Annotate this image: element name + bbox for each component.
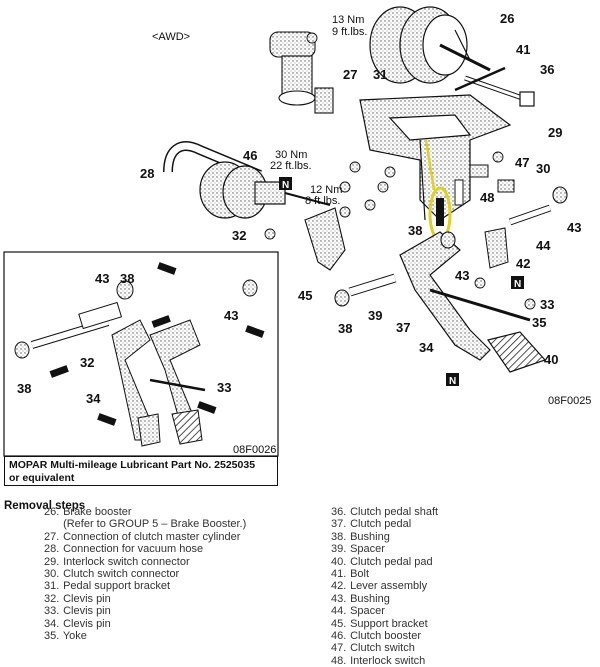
- step-item: 45. Support bracket: [331, 617, 428, 630]
- callout-33: 33: [540, 297, 554, 312]
- step-item: 29. Interlock switch connector: [44, 555, 190, 568]
- callout-29: 29: [548, 125, 562, 140]
- pedal-support-bracket: [359, 94, 512, 221]
- torque-30-nm: 30 Nm: [275, 149, 307, 161]
- step-item: 27. Connection of clutch master cylinder: [44, 530, 241, 543]
- lever-assembly: [484, 227, 509, 269]
- inset-callout-32: 32: [80, 355, 94, 370]
- clutch-pedal-diagram: <AWD>: [3, 6, 591, 457]
- svg-text:N: N: [282, 180, 289, 191]
- callout-43-mid: 43: [455, 268, 469, 283]
- callout-47: 47: [515, 155, 529, 170]
- svg-text:N: N: [449, 376, 456, 387]
- clutch-booster: [199, 161, 331, 219]
- callout-28: 28: [140, 166, 154, 181]
- callout-38-top: 38: [408, 223, 422, 238]
- lubricant-note-line2: or equivalent: [9, 472, 75, 484]
- lubricant-note: MOPAR Multi-mileage Lubricant Part No. 2…: [4, 456, 278, 486]
- callout-41: 41: [516, 42, 530, 57]
- clutch-pedal: [399, 231, 547, 373]
- torque-12-nm: 12 Nm: [310, 184, 342, 196]
- callout-34: 34: [419, 340, 434, 355]
- step-item: 30. Clutch switch connector: [44, 568, 180, 581]
- figure-code-inset: 08F0026: [233, 444, 276, 456]
- step-item: 37. Clutch pedal: [331, 518, 412, 531]
- step-item: 41. Bolt: [331, 568, 370, 581]
- callout-37: 37: [396, 320, 410, 335]
- callout-39: 39: [368, 308, 382, 323]
- step-item: 47. Clutch switch: [331, 642, 415, 655]
- n-mark: N N N: [279, 177, 524, 387]
- step-item: 48. Interlock switch: [331, 654, 426, 667]
- spacer-39: [334, 231, 456, 307]
- torque-9-ftlbs: 9 ft.lbs.: [332, 26, 367, 38]
- svg-text:N: N: [514, 279, 521, 290]
- inset-callout-34: 34: [86, 391, 101, 406]
- removal-steps: Removal steps 26. Brake booster (Refer t…: [0, 500, 600, 667]
- step-item: 44. Spacer: [331, 605, 385, 618]
- callout-40: 40: [544, 352, 558, 367]
- step-item: 32. Clevis pin: [44, 592, 111, 605]
- torque-13-nm: 13 Nm: [332, 14, 364, 26]
- callout-44: 44: [536, 238, 551, 253]
- step-item: 43. Bushing: [331, 592, 390, 605]
- step-item: 38. Bushing: [331, 530, 390, 543]
- bolt: [454, 66, 506, 92]
- callout-26: 26: [500, 11, 514, 26]
- callout-32: 32: [232, 228, 246, 243]
- step-item: 40. Clutch pedal pad: [331, 555, 433, 568]
- variant-label: <AWD>: [152, 31, 190, 43]
- callout-36: 36: [540, 62, 554, 77]
- callout-27: 27: [343, 67, 357, 82]
- callout-31: 31: [373, 67, 387, 82]
- spacer-44: [508, 186, 568, 226]
- callout-48: 48: [480, 190, 494, 205]
- step-item: 33. Clevis pin: [44, 605, 111, 618]
- step-item: (Refer to GROUP 5 – Brake Booster.): [63, 518, 247, 531]
- step-item: 35. Yoke: [44, 630, 87, 643]
- lubrication-inset: 43 38 43 32 34 38 33 08F0026: [3, 251, 279, 457]
- clutch-switch: [454, 164, 515, 206]
- steps-left-column: 26. Brake booster (Refer to GROUP 5 – Br…: [44, 506, 246, 642]
- callout-46: 46: [243, 148, 257, 163]
- brake-booster: [369, 6, 491, 84]
- clutch-master-cylinder: [269, 31, 334, 114]
- step-item: 28. Connection for vacuum hose: [44, 543, 204, 556]
- callout-45: 45: [298, 288, 312, 303]
- callout-42: 42: [516, 256, 530, 271]
- step-item: 36. Clutch pedal shaft: [331, 506, 439, 518]
- callout-35: 35: [532, 315, 546, 330]
- inset-callout-33: 33: [217, 380, 231, 395]
- torque-8-ftlbs: 8 ft.lbs.: [305, 195, 340, 207]
- torque-22-ftlbs: 22 ft.lbs.: [270, 160, 312, 172]
- support-bracket: [304, 207, 346, 271]
- inset-callout-43-top: 43: [95, 271, 109, 286]
- step-item: 46. Clutch booster: [331, 630, 421, 643]
- step-item: 39. Spacer: [331, 543, 385, 556]
- step-item: 34. Clevis pin: [44, 617, 111, 630]
- vacuum-hose: [163, 141, 262, 180]
- inset-callout-38-top: 38: [120, 271, 134, 286]
- callout-30: 30: [536, 161, 550, 176]
- removal-steps-title: Removal steps: [4, 500, 86, 512]
- fasteners: [264, 32, 536, 310]
- step-item: 26. Brake booster: [44, 506, 132, 518]
- figure-code-main: 08F0025: [548, 395, 591, 407]
- lubricant-note-line1: MOPAR Multi-mileage Lubricant Part No. 2…: [9, 459, 256, 471]
- main-callouts: 26 41 36 27 31 29 47 30 28 46 48 43 32 3…: [140, 11, 581, 367]
- callout-38-bottom: 38: [338, 321, 352, 336]
- inset-callout-38-bottom: 38: [17, 381, 31, 396]
- step-item: 42. Lever assembly: [331, 580, 428, 593]
- callout-43-right: 43: [567, 220, 581, 235]
- step-item: 31. Pedal support bracket: [44, 580, 171, 593]
- steps-right-column: 36. Clutch pedal shaft 37. Clutch pedal …: [331, 506, 438, 667]
- inset-callout-43-right: 43: [224, 308, 238, 323]
